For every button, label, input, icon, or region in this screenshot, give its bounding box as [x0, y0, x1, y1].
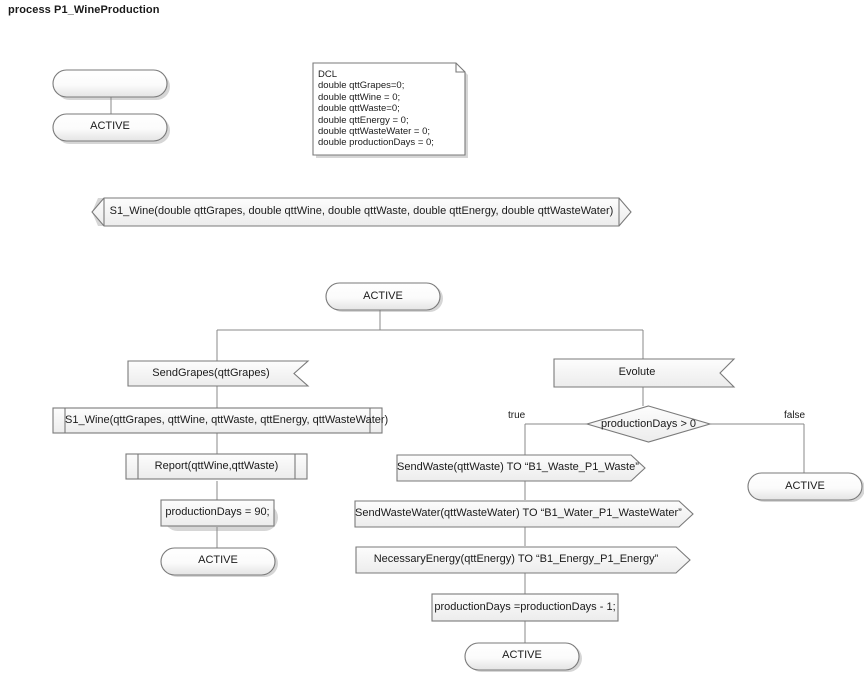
start-state-shape[interactable] — [52, 69, 168, 98]
evolute-input-shape[interactable] — [553, 358, 736, 388]
right-next-active-state-shape[interactable] — [464, 642, 580, 671]
output-necessary-energy-shape[interactable] — [355, 546, 691, 574]
top-active-state-shape[interactable] — [52, 113, 168, 142]
connector-lines — [110, 95, 805, 643]
decision-true-label: true — [508, 410, 526, 421]
procedure-call-s1wine-shape[interactable] — [52, 407, 383, 434]
decision-false-label: false — [784, 410, 806, 421]
declaration-note-text: DCL double qttGrapes=0; double qttWine =… — [318, 69, 434, 149]
declaration-note-shape[interactable] — [312, 62, 466, 156]
task-production-days-90-shape[interactable] — [160, 499, 275, 527]
main-active-state-shape[interactable] — [325, 282, 441, 311]
task-decrement-production-days-shape[interactable] — [431, 593, 619, 622]
signal-declaration-shape[interactable] — [91, 197, 632, 227]
output-send-waste-shape[interactable] — [396, 454, 646, 482]
output-send-waste-water-shape[interactable] — [354, 500, 694, 528]
page-title: process P1_WineProduction — [8, 4, 160, 16]
send-grapes-input-shape[interactable] — [127, 360, 310, 387]
false-branch-active-state-shape[interactable] — [747, 472, 863, 501]
left-next-active-state-shape[interactable] — [160, 547, 276, 576]
decision-production-days-shape[interactable] — [585, 405, 712, 443]
procedure-call-report-shape[interactable] — [125, 453, 308, 480]
